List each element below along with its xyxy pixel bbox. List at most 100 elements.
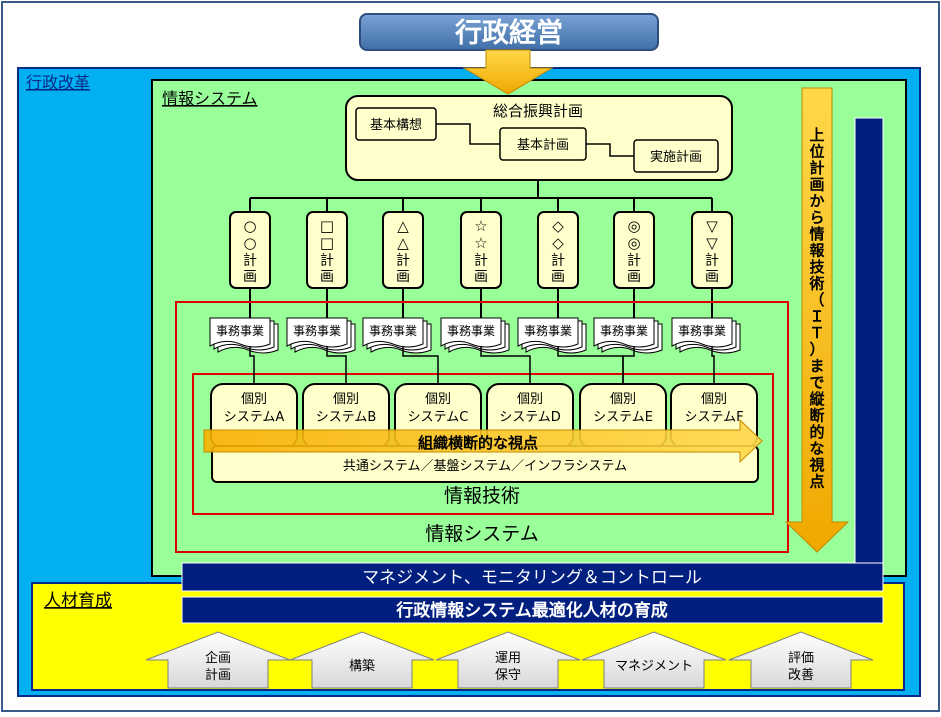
vertical-view-char: Ｉ — [809, 308, 824, 326]
plan-char-1: 計 — [396, 253, 410, 269]
stage-label-1: 構築 — [349, 659, 375, 674]
top-title-text: 行政経営 — [454, 17, 563, 49]
management-bar — [181, 562, 884, 592]
vertical-view-char: ま — [809, 357, 824, 375]
individual-system-line-1: 個別 — [610, 392, 636, 407]
plan-char-2: 画 — [243, 269, 257, 285]
joho-system-outer-label: 情報システム — [162, 89, 258, 108]
plan-symbol-2: △ — [397, 234, 409, 252]
jimu-jigyo-doc: 事務事業 — [440, 317, 510, 354]
individual-system-line-2: システムE — [593, 410, 653, 425]
vertical-view-char: （ — [809, 291, 824, 309]
individual-system-line-2: システムB — [316, 410, 377, 425]
plan-char-2: 画 — [551, 269, 565, 285]
jimu-jigyo-doc: 事務事業 — [362, 317, 432, 354]
jimu-jigyo-doc: 事務事業 — [671, 317, 741, 354]
jimu-jigyo-text: 事務事業 — [524, 324, 572, 338]
plan-box — [229, 211, 271, 289]
plan-char-2: 画 — [474, 269, 488, 285]
individual-system-line-2: システムC — [408, 410, 469, 425]
vertical-view-char: な — [809, 440, 824, 458]
vertical-view-char: Ｔ — [809, 324, 824, 342]
jimu-jigyo-doc: 事務事業 — [286, 317, 356, 354]
plan-item: ▽▽計画 — [691, 211, 733, 289]
jisshi-keikaku-text: 実施計画 — [650, 149, 702, 165]
plan-symbol-2: ☆ — [474, 234, 487, 252]
kihon-koso-box — [355, 107, 437, 141]
vertical-view-char: か — [809, 192, 824, 210]
connector-koso-keikaku — [436, 123, 500, 145]
stage-label-1: マネジメント — [615, 659, 693, 674]
jimu-jigyo-text: 事務事業 — [600, 324, 648, 338]
master-plan-title: 総合振興計画 — [493, 102, 583, 120]
plan-symbol: ▽ — [706, 217, 718, 235]
plan-item: ☆☆計画 — [460, 211, 502, 289]
title-down-arrow — [462, 49, 554, 95]
stage-arrow-shape — [728, 631, 874, 689]
optimization-bar-text: 行政情報システム最適化人材の育成 — [395, 600, 668, 621]
optimization-bar — [181, 596, 884, 624]
joho-system-inner-box — [175, 301, 789, 553]
plan-symbol: ☆ — [474, 217, 487, 235]
gyosei-kaikaku-label: 行政改革 — [26, 73, 90, 92]
plan-char-1: 計 — [627, 253, 641, 269]
jimu-to-system-line — [622, 346, 635, 384]
vertical-view-char: 情 — [809, 225, 824, 243]
jimu-jigyo-doc: 事務事業 — [209, 317, 279, 354]
vertical-view-char: 点 — [809, 473, 824, 491]
plan-item: ◇◇計画 — [537, 211, 579, 289]
jisshi-keikaku-box — [633, 139, 719, 173]
individual-system-line-2: システムA — [224, 410, 285, 425]
stage-arrow-shape — [145, 631, 291, 689]
jimu-jigyo-doc: 事務事業 — [593, 317, 663, 354]
individual-system-line-1: 個別 — [701, 392, 727, 407]
joho-system-inner-label: 情報システム — [425, 523, 538, 545]
stage-arrow: 構築 — [289, 631, 435, 689]
plan-symbol: △ — [397, 217, 409, 235]
plan-char-2: 画 — [320, 269, 334, 285]
vertical-view-char: ら — [809, 209, 824, 227]
vertical-view-char: で — [809, 374, 824, 392]
jimu-to-system-line — [711, 346, 715, 384]
plan-char-1: 計 — [551, 253, 565, 269]
jimu-jigyo-text: 事務事業 — [216, 324, 264, 338]
jimu-page — [286, 317, 348, 348]
joho-gijutsu-label: 情報技術 — [444, 485, 520, 507]
plan-symbol: ○ — [243, 217, 256, 235]
kihon-koso-text: 基本構想 — [370, 117, 422, 133]
jimu-jigyo-group: 事務事業事務事業事務事業事務事業事務事業事務事業事務事業 — [209, 317, 741, 384]
vertical-view-char: 技 — [809, 258, 825, 276]
plan-symbol-2: ○ — [243, 234, 256, 252]
plan-box — [691, 211, 733, 289]
individual-system-line-1: 個別 — [333, 392, 359, 407]
plan-box — [382, 211, 424, 289]
plan-char-2: 画 — [705, 269, 719, 285]
jimu-jigyo-text: 事務事業 — [369, 324, 417, 338]
jimu-page — [362, 317, 424, 348]
joho-gijutsu-box — [192, 373, 774, 515]
vertical-view-char: 的 — [809, 423, 824, 441]
individual-system-line-1: 個別 — [241, 392, 267, 407]
jimu-page — [671, 317, 733, 348]
plan-box — [306, 211, 348, 289]
cross-view-arrow — [203, 418, 763, 464]
vertical-view-char: 計 — [809, 159, 824, 177]
stage-label-2: 保守 — [495, 668, 521, 683]
stage-arrow-shape — [289, 631, 435, 689]
plan-char-1: 計 — [474, 253, 488, 269]
jimu-to-system-line — [249, 346, 255, 384]
jimu-page — [440, 317, 502, 348]
plan-symbol: ◇ — [552, 217, 564, 235]
plan-symbol-2: ◇ — [552, 234, 564, 252]
plan-char-2: 画 — [627, 269, 641, 285]
jimu-to-system-line — [402, 346, 439, 384]
plan-char-2: 画 — [396, 269, 410, 285]
jimu-jigyo-text: 事務事業 — [678, 324, 726, 338]
plan-char-1: 計 — [705, 253, 719, 269]
cross-view-text: 組織横断的な視点 — [418, 434, 538, 452]
vertical-view-char: 上 — [809, 126, 824, 144]
kihon-keikaku-text: 基本計画 — [517, 137, 569, 153]
